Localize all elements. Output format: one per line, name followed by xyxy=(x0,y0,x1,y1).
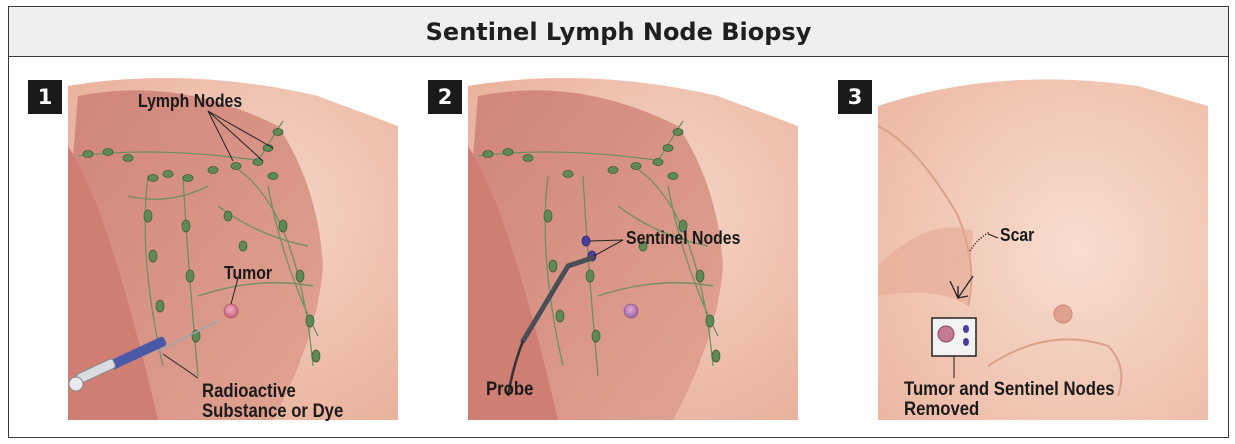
label-removed-line-1: Tumor and Sentinel Nodes xyxy=(904,380,1115,400)
label-radioactive-line-2: Substance or Dye xyxy=(202,402,343,422)
panel-1-drawing xyxy=(68,66,398,420)
panel-3-drawing xyxy=(878,66,1208,420)
tumor xyxy=(224,304,238,318)
label-lymph-nodes: Lymph Nodes xyxy=(138,92,242,111)
panel-2-illustration: Sentinel Nodes Probe xyxy=(468,66,798,420)
title-bar: Sentinel Lymph Node Biopsy xyxy=(9,7,1228,57)
label-tumor: Tumor xyxy=(224,264,272,283)
step-number-3: 3 xyxy=(838,80,872,114)
removed-specimen-box xyxy=(932,318,976,356)
label-removed: Tumor and Sentinel Nodes Removed xyxy=(904,380,1115,420)
tumor xyxy=(624,304,638,318)
label-radioactive-line-1: Radioactive xyxy=(202,382,343,402)
step-number-1: 1 xyxy=(28,80,62,114)
label-radioactive-substance: Radioactive Substance or Dye xyxy=(202,382,343,422)
label-scar: Scar xyxy=(1000,226,1034,245)
label-sentinel-nodes: Sentinel Nodes xyxy=(626,229,740,248)
diagram-title: Sentinel Lymph Node Biopsy xyxy=(426,18,812,46)
panel-1-illustration: Lymph Nodes Tumor Radioactive Substance … xyxy=(68,66,398,420)
step-number-2: 2 xyxy=(428,80,462,114)
label-removed-line-2: Removed xyxy=(904,400,1115,420)
label-probe: Probe xyxy=(486,380,533,400)
panel-3-illustration: Scar Tumor and Sentinel Nodes Removed xyxy=(878,66,1208,420)
nipple xyxy=(1054,305,1072,323)
